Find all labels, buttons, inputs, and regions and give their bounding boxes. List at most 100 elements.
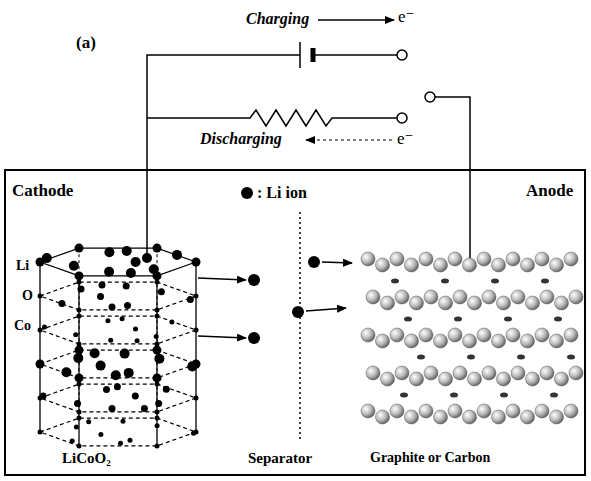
atom [121,419,126,424]
carbon-atom [419,328,433,342]
li-ion-flow [198,256,352,344]
atom [58,300,65,307]
atom [104,247,114,257]
atom [192,360,201,369]
prism-edge [39,262,40,432]
atom [155,443,160,448]
legend-label: : Li ion [257,184,307,202]
carbon-atom [376,334,390,348]
carbon-atom [463,258,477,272]
atom [141,405,148,412]
atom [74,424,79,429]
carbon-atom [506,252,520,266]
intercalated-li [417,355,425,360]
carbon-atom [521,334,535,348]
carbon-atom [434,410,448,424]
carbon-atom [477,404,491,418]
intercalated-li [450,393,458,398]
atom [128,438,133,443]
carbon-atom [535,252,549,266]
carbon-atom [477,328,491,342]
carbon-atom [405,334,419,348]
atom [154,354,164,364]
terminal-dot [142,253,152,263]
atom-layer [40,316,196,344]
atom [42,325,47,330]
atom [73,353,83,363]
atom [77,280,82,285]
atom [75,244,84,253]
atom [61,367,71,377]
intercalated-li [404,317,412,322]
atom [153,373,162,382]
carbon-atom [521,410,535,424]
atom-layer [40,384,196,412]
atom [155,416,160,421]
atom [187,296,194,303]
cell-housing [5,170,585,475]
carbon-atom [535,404,549,418]
atom [124,302,131,309]
carbon-atom [463,334,477,348]
atom [153,244,162,253]
carbon-atom [526,372,540,386]
intercalated-li [504,317,512,322]
atom-layer [40,248,196,276]
atom [158,288,165,295]
atom [69,261,79,271]
figure-label: (a) [76,34,96,53]
carbon-atom [550,334,564,348]
atom [77,314,82,319]
carbon-atom [434,334,448,348]
carbon-atom [564,404,578,418]
atom [97,293,104,300]
carbon-atom [492,334,506,348]
atom [154,334,159,339]
atom [86,419,91,424]
atom [123,283,130,290]
carbon-atom [463,410,477,424]
atom [133,327,138,332]
atom [192,258,201,267]
carbon-atom [439,372,453,386]
atom [126,268,136,278]
intercalated-li [400,393,408,398]
intercalated-li [554,317,562,322]
carbon-atom [511,290,525,304]
carbon-atom [506,404,520,418]
atom [163,386,170,393]
carbon-atom [448,328,462,342]
carbon-atom [395,366,409,380]
element-label: Li [16,258,29,273]
licoo2-crystal [36,244,201,449]
carbon-atom [410,372,424,386]
atom [118,441,123,446]
atom [120,316,125,321]
charging-label: Charging [246,10,309,28]
intercalated-li [454,317,462,322]
atom [124,368,134,378]
atom [155,409,160,414]
carbon-atom [361,328,375,342]
carbon-atom [381,372,395,386]
atom [99,282,106,289]
carbon-atom [506,328,520,342]
atom [155,423,160,428]
atom [155,382,160,387]
carbon-atom [497,372,511,386]
carbon-atom [381,296,395,310]
intercalated-li [567,355,575,360]
electrode-label: Anode [526,182,573,201]
separator-line [299,212,301,440]
li-ion-dot [241,187,253,199]
intercalated-li [541,279,549,284]
carbon-atom [424,366,438,380]
carbon-atom [361,404,375,418]
atom [36,360,45,369]
intercalated-li [491,279,499,284]
carbon-atom [468,296,482,310]
atom [77,409,82,414]
atom [75,346,84,355]
atom [194,396,199,401]
atom [122,246,132,256]
